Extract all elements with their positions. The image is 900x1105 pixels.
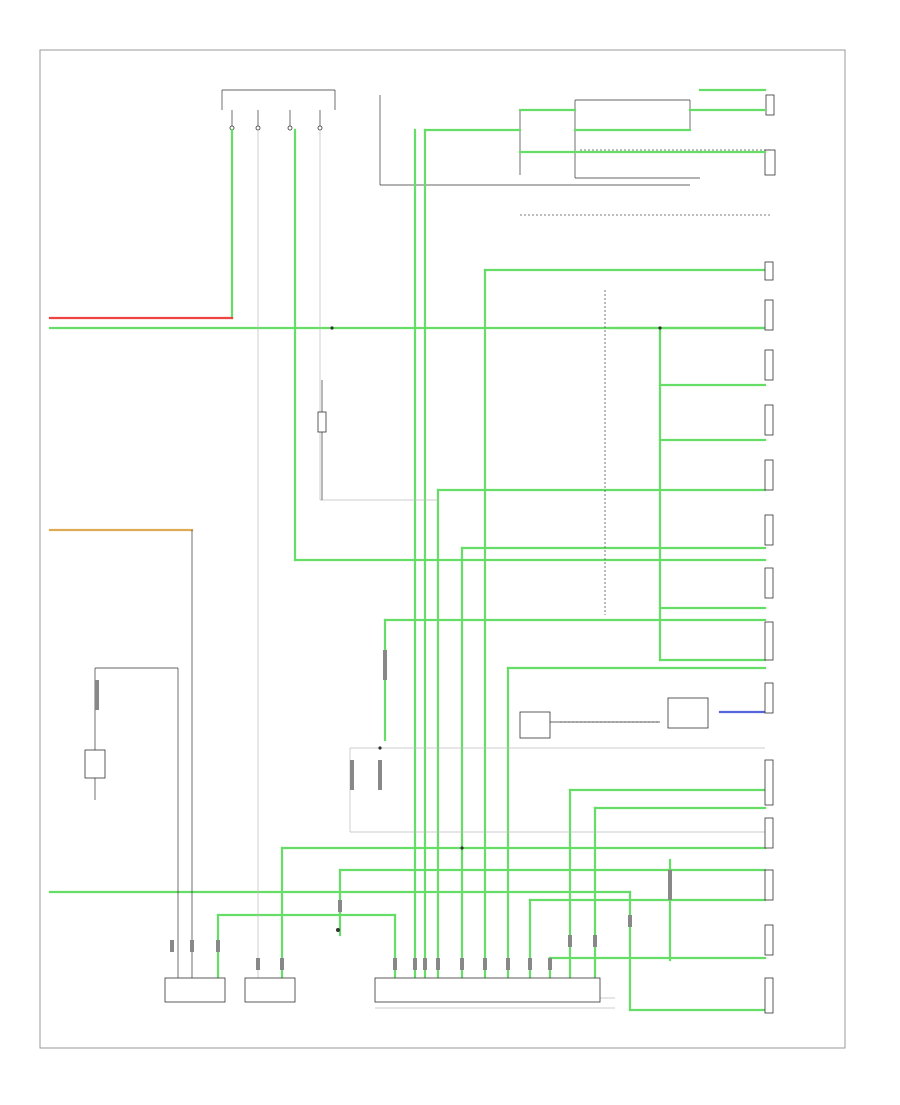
lower-left-switch (84, 667, 179, 980)
top-connector (221, 89, 336, 131)
diagram-frame (39, 49, 846, 1049)
green-wires (48, 88, 767, 1012)
grey-guides (257, 130, 765, 1009)
bottom-connectors (164, 928, 601, 1003)
right-components (764, 261, 774, 1014)
connector-pins (95, 650, 672, 970)
center-switch (519, 697, 709, 739)
top-switch-cluster (379, 94, 776, 186)
mid-left-switch (317, 380, 327, 500)
splice-dots (330, 326, 662, 850)
dashed-splices (520, 214, 770, 723)
